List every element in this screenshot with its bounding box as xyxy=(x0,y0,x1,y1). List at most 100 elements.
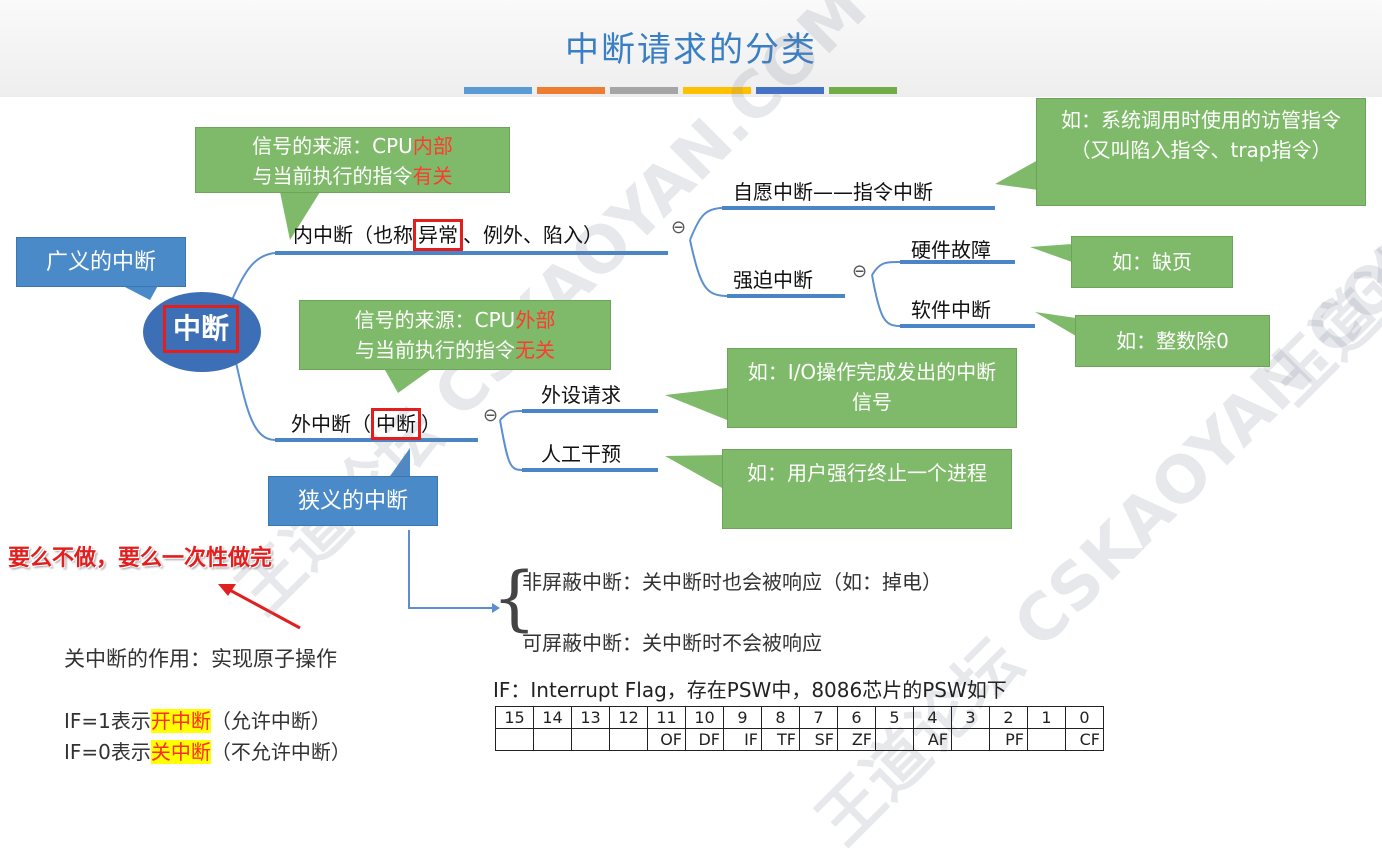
tail-hardware-note xyxy=(1030,244,1072,262)
connector-internal-forced xyxy=(689,239,845,297)
broad-interrupt-tag: 广义的中断 xyxy=(16,237,186,287)
color-bar-4 xyxy=(683,87,751,94)
hardware-fault-node: 硬件故障 xyxy=(911,238,991,262)
page-title: 中断请求的分类 xyxy=(565,30,817,70)
internal-source-callout: 信号的来源：CPU内部 与当前执行的指令有关 xyxy=(195,127,510,193)
if1-line: IF=1表示开中断（允许中断） xyxy=(64,705,331,734)
tail-voluntary-note xyxy=(995,160,1038,190)
psw-bit-13: 13 xyxy=(571,706,610,729)
connector-external-manual xyxy=(499,419,658,471)
psw-flag-7: SF xyxy=(799,728,838,751)
maskable-interrupt: 可屏蔽中断：关中断时不会被响应 xyxy=(522,631,822,655)
psw-bit-4: 4 xyxy=(913,706,952,729)
external-source-unrelated: 无关 xyxy=(515,338,555,362)
device-request-node: 外设请求 xyxy=(541,383,621,407)
psw-flag-13 xyxy=(571,728,610,751)
psw-bit-14: 14 xyxy=(533,706,572,729)
software-note-callout: 如：整数除0 xyxy=(1075,315,1270,367)
collapse-internal-icon[interactable]: ⊖ xyxy=(671,217,687,238)
psw-caption: IF：Interrupt Flag，存在PSW中，8086芯片的PSW如下 xyxy=(493,678,1007,702)
color-bar-6 xyxy=(829,87,897,94)
psw-bit-12: 12 xyxy=(609,706,648,729)
atomic-annotation: 要么不做，要么一次性做完 xyxy=(8,546,273,571)
forced-interrupt-node: 强迫中断 xyxy=(733,268,813,292)
external-label-pre: 外中断（ xyxy=(291,412,371,436)
psw-flag-0: CF xyxy=(1065,728,1104,751)
psw-flag-2: PF xyxy=(989,728,1028,751)
internal-source-related: 有关 xyxy=(412,164,453,188)
if1-highlight: 开中断 xyxy=(150,709,211,733)
root-label: 中断 xyxy=(163,305,239,353)
psw-flag-9: IF xyxy=(723,728,762,751)
if1-post: （允许中断） xyxy=(210,709,331,733)
internal-source-line1: 信号的来源：CPU xyxy=(252,134,413,158)
internal-source-line2: 与当前执行的指令 xyxy=(252,164,413,188)
psw-bit-5: 5 xyxy=(875,706,914,729)
if0-pre: IF=0表示 xyxy=(64,740,151,764)
psw-bit-0: 0 xyxy=(1065,706,1104,729)
narrow-interrupt-tag: 狭义的中断 xyxy=(268,476,438,526)
header-band xyxy=(0,0,1382,97)
internal-label-exception: 异常 xyxy=(413,219,463,251)
if0-line: IF=0表示关中断（不允许中断） xyxy=(64,736,351,765)
psw-bit-6: 6 xyxy=(837,706,876,729)
software-interrupt-node: 软件中断 xyxy=(911,298,991,322)
color-bar-3 xyxy=(610,87,678,94)
psw-bit-7: 7 xyxy=(799,706,838,729)
hardware-note-callout: 如：缺页 xyxy=(1071,236,1233,288)
connector-narrow-arrow xyxy=(408,530,492,609)
color-bar-5 xyxy=(756,87,824,94)
connector-forced-software xyxy=(871,274,1035,327)
collapse-external-icon[interactable]: ⊖ xyxy=(483,405,499,426)
psw-bit-2: 2 xyxy=(989,706,1028,729)
psw-bit-10: 10 xyxy=(685,706,724,729)
device-note-callout: 如：I/O操作完成发出的中断信号 xyxy=(727,348,1017,428)
disable-interrupt-purpose: 关中断的作用：实现原子操作 xyxy=(64,647,337,671)
color-bar-1 xyxy=(464,87,532,94)
psw-flag-15 xyxy=(495,728,534,751)
mindmap-connectors xyxy=(115,160,1076,630)
psw-flag-5 xyxy=(875,728,914,751)
voluntary-interrupt-node: 自愿中断——指令中断 xyxy=(733,180,933,204)
psw-flag-10: DF xyxy=(685,728,724,751)
psw-bit-3: 3 xyxy=(951,706,990,729)
psw-flag-11: OF xyxy=(647,728,686,751)
tail-internal-source xyxy=(280,192,320,240)
external-label-post: ） xyxy=(421,412,441,436)
annotation-arrow xyxy=(225,586,301,630)
connector-internal-voluntary xyxy=(689,207,995,241)
psw-flag-3 xyxy=(951,728,990,751)
internal-label-pre: 内中断（也称 xyxy=(293,223,413,247)
arrowhead-narrow xyxy=(492,603,500,613)
psw-flag-1 xyxy=(1027,728,1066,751)
psw-bit-8: 8 xyxy=(761,706,800,729)
if0-post: （不允许中断） xyxy=(210,740,351,764)
psw-flag-4: AF xyxy=(913,728,952,751)
voluntary-note-callout: 如：系统调用时使用的访管指令（又叫陷入指令、trap指令） xyxy=(1036,98,1366,206)
connector-external-device xyxy=(499,410,658,421)
tail-external-source xyxy=(385,370,430,393)
psw-flag-6: ZF xyxy=(837,728,876,751)
maskable-brace: { xyxy=(492,557,537,639)
external-source-line1: 信号的来源：CPU xyxy=(354,308,516,332)
if1-pre: IF=1表示 xyxy=(64,709,151,733)
collapse-forced-icon[interactable]: ⊖ xyxy=(852,261,868,282)
psw-flag-14 xyxy=(533,728,572,751)
external-source-outside: 外部 xyxy=(515,308,556,332)
external-source-callout: 信号的来源：CPU外部 与当前执行的指令无关 xyxy=(299,300,611,370)
manual-intervention-node: 人工干预 xyxy=(541,442,621,466)
psw-bit-1: 1 xyxy=(1027,706,1066,729)
tail-device-note xyxy=(665,388,727,420)
psw-flag-8: TF xyxy=(761,728,800,751)
manual-note-callout: 如：用户强行终止一个进程 xyxy=(722,449,1012,529)
connector-root-internal xyxy=(231,252,668,301)
external-source-line2: 与当前执行的指令 xyxy=(355,338,515,362)
connector-forced-hardware xyxy=(871,261,1015,276)
non-maskable-interrupt: 非屏蔽中断：关中断时也会被响应（如：掉电） xyxy=(522,570,942,594)
annotation-arrowhead xyxy=(218,584,236,596)
internal-source-inside: 内部 xyxy=(412,134,453,158)
psw-bit-11: 11 xyxy=(647,706,686,729)
